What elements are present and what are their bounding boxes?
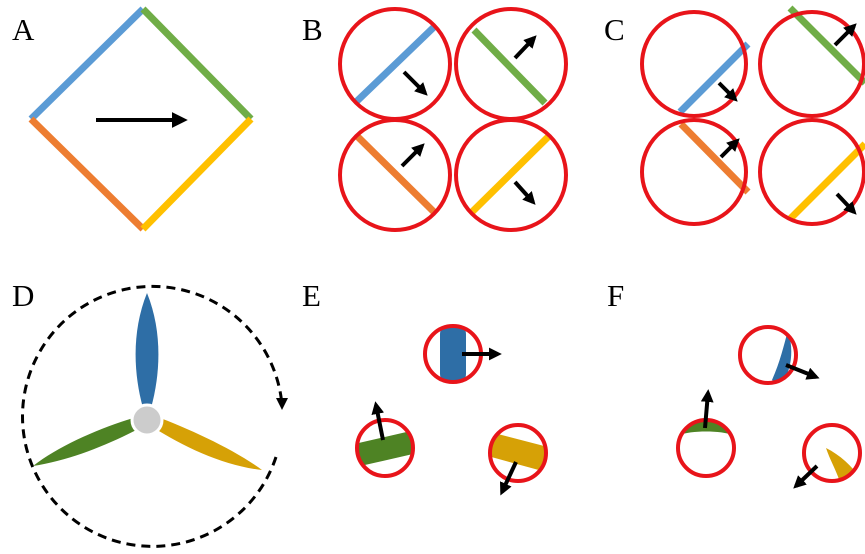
panel-d-rotation-arrowhead	[276, 398, 288, 410]
panel-b-yellow-edge	[469, 134, 551, 215]
panel-d-rotation-path	[21, 284, 284, 548]
panel-b-arrow-top-right	[513, 35, 537, 60]
panel-f-arrow-left	[700, 389, 714, 429]
panel-e-arrow-left	[371, 401, 385, 441]
panel-b-orange-edge	[354, 133, 437, 215]
panel-c-circle-bottom-left	[640, 118, 748, 226]
panel-b-label: B	[302, 12, 323, 47]
panel-d-blade-blue	[135, 293, 159, 408]
panel-f-label: F	[607, 278, 624, 313]
panel-c-orange-edge	[678, 121, 751, 195]
panel-c-blue-edge	[677, 41, 751, 115]
panel-e-circle-right	[488, 423, 548, 483]
panel-e-blade-blue-section	[440, 326, 466, 382]
panel-c: C	[604, 5, 865, 226]
panel-f-arrow-right	[793, 464, 819, 489]
panel-d-hub	[130, 403, 164, 437]
panel-c-circle-top-right	[758, 10, 865, 118]
panel-e-circle-left	[355, 418, 415, 478]
panel-e-label: E	[302, 278, 321, 313]
panel-e: E	[302, 278, 548, 496]
panel-d-blade-gold	[151, 416, 262, 470]
panel-e-blade-gold-section	[490, 432, 546, 472]
panel-c-arrow-bottom-left	[719, 138, 740, 159]
panel-c-label: C	[604, 12, 625, 47]
panel-d-blade-green	[33, 416, 144, 466]
panel-b-arrow-bottom-right	[513, 180, 536, 205]
panel-b-circle-bottom-left	[338, 118, 452, 232]
panel-a-orange-edge	[28, 116, 146, 232]
panel-f-circle-right	[802, 423, 862, 483]
panel-c-green-edge	[787, 5, 865, 86]
panel-e-arrow-right	[499, 461, 518, 496]
panel-a-green-edge	[140, 6, 254, 122]
panel-b-arrow-top-left	[402, 70, 428, 96]
panel-a-yellow-edge	[140, 116, 254, 232]
panel-a: A	[12, 6, 254, 232]
panel-a-blue-edge	[28, 6, 146, 122]
panel-f-arrow-top	[785, 363, 820, 380]
panel-c-arrow-top-left	[717, 81, 738, 102]
panel-f: F	[607, 278, 862, 489]
panel-d: D	[12, 278, 288, 548]
panel-b: B	[302, 7, 568, 232]
panel-c-yellow-edge	[787, 141, 865, 222]
panel-f-circle-top	[738, 325, 798, 385]
panel-b-green-edge	[471, 27, 548, 106]
panel-b-arrow-bottom-left	[400, 143, 425, 168]
panel-c-circle-bottom-right	[758, 118, 865, 226]
panel-c-arrow-top-right	[833, 23, 857, 47]
panel-c-circle-top-left	[640, 10, 748, 118]
panel-a-label: A	[12, 12, 35, 47]
panel-c-arrow-bottom-right	[835, 192, 857, 215]
panel-e-blade-green-section	[357, 430, 413, 467]
panel-b-blue-edge	[353, 24, 437, 105]
panel-b-circle-bottom-right	[454, 118, 568, 232]
panel-d-label: D	[12, 278, 34, 313]
